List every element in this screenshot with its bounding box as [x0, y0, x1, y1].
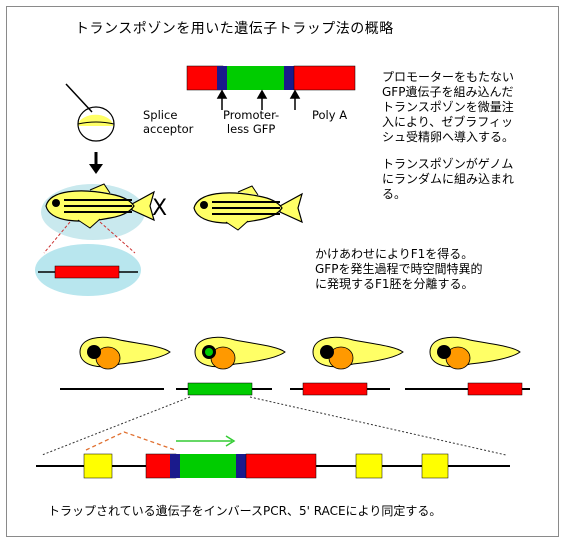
fish-right: [193, 185, 303, 231]
cross-symbol: X: [152, 196, 168, 221]
embryo: [312, 336, 404, 370]
eye-icon: [320, 345, 334, 359]
label-splice-acceptor: Splice acceptor: [143, 108, 194, 136]
fish-left: [45, 183, 155, 229]
embryo: [429, 336, 521, 370]
inserted-transposon: [54, 265, 120, 279]
eye-icon: [52, 199, 60, 207]
egg-cell: [78, 114, 113, 126]
identification-description: トラップされている遺伝子をインバースPCR、5' RACEにより同定する。: [48, 504, 442, 518]
embryo: [194, 336, 286, 370]
exon-1: [83, 453, 113, 479]
injected-fish: [41, 183, 155, 240]
down-arrow: [89, 152, 103, 174]
splice-acceptor-block: [217, 66, 227, 90]
gfp-insertion: [187, 382, 253, 396]
label-promoterless-gfp: Promoter- less GFP: [223, 108, 280, 136]
transposon-construct: [186, 65, 356, 91]
injection-description: プロモーターをもたない GFP遺伝子を組み込んだ トランスポゾンを微量注 入によ…: [382, 70, 515, 201]
exon-3: [421, 453, 449, 479]
figure-frame: [6, 6, 559, 537]
embryo: [79, 336, 171, 370]
label-poly-a: Poly A: [312, 108, 348, 122]
gfp-block: [227, 66, 284, 90]
eye-icon: [437, 345, 451, 359]
genome-insertion-zoom: [35, 221, 141, 296]
construct-pointers: [216, 89, 301, 110]
figure-title: トランスポゾンを用いた遺伝子トラップ法の概略: [75, 21, 394, 37]
microinjection: [65, 83, 115, 142]
cross-description: かけあわせによりF1を得る。 GFPを発生過程で時空間特異的 に発現するF1胚を…: [315, 247, 483, 291]
exon-2: [355, 453, 383, 479]
eye-icon: [87, 345, 101, 359]
splice-path: [85, 431, 176, 451]
zoom-lines: [41, 396, 507, 456]
gfp-spot: [205, 348, 213, 356]
construct-right-arm: [293, 65, 356, 91]
injection-needle: [65, 83, 93, 113]
poly-a-block: [284, 66, 294, 90]
f1-genome-lines: [60, 382, 530, 396]
eye-icon: [200, 201, 208, 209]
trapped-gene-locus: [36, 431, 510, 479]
f1-embryos: [79, 336, 521, 370]
